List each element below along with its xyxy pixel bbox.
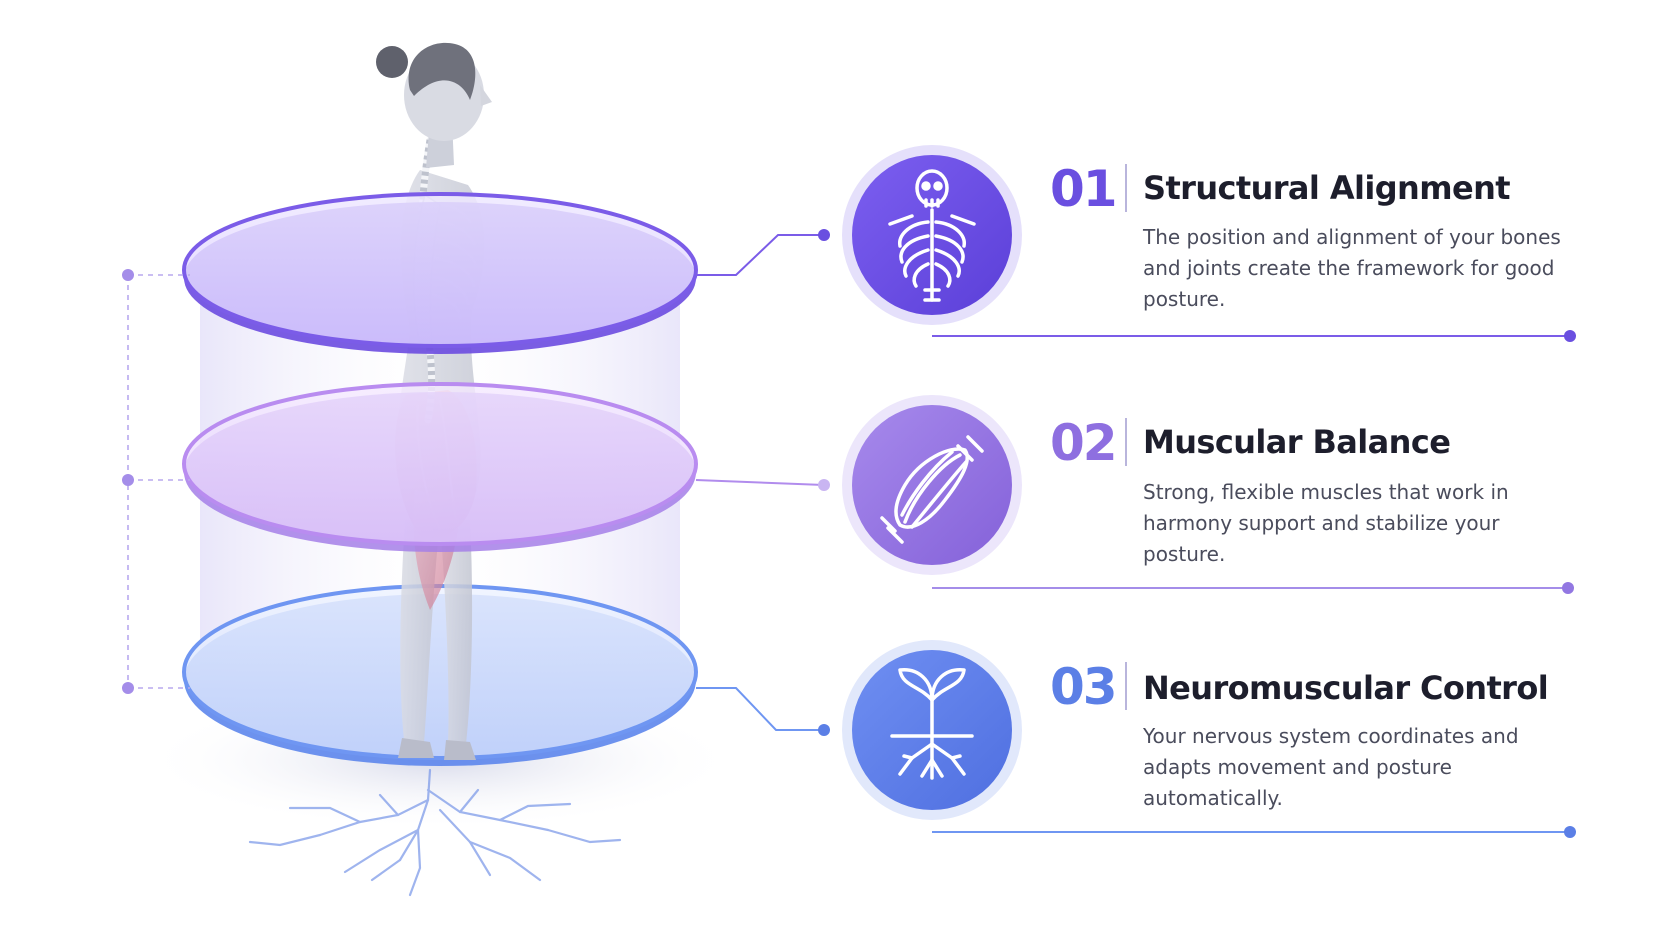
pillar-title: Neuromuscular Control — [1143, 669, 1549, 707]
pillar-3-badge — [842, 640, 1022, 820]
pillar-2-badge — [842, 395, 1022, 575]
pillar-1-rule — [932, 330, 1576, 342]
bracket-dot-2 — [122, 474, 134, 486]
bracket-dot-1 — [122, 269, 134, 281]
pillar-2-rule — [932, 582, 1574, 594]
sprout-roots-icon — [890, 668, 974, 780]
pillar-divider — [1125, 164, 1127, 212]
pillar-number: 03 — [1050, 658, 1118, 716]
pillar-divider — [1125, 662, 1127, 710]
pillar-title: Structural Alignment — [1143, 169, 1511, 207]
roots-illustration — [248, 768, 622, 897]
pillar-description: Strong, flexible muscles that work in ha… — [1143, 480, 1509, 566]
skeleton-icon — [888, 169, 976, 302]
pillar-divider — [1125, 418, 1127, 466]
connector-1-dot — [818, 229, 830, 241]
pillar-3-rule — [932, 826, 1576, 838]
connector-2 — [695, 479, 825, 486]
left-bracket — [127, 274, 190, 689]
connector-3 — [696, 687, 824, 731]
pillar-number: 01 — [1050, 160, 1118, 218]
layer-disc-3 — [182, 584, 698, 766]
layer-disc-1 — [182, 192, 698, 354]
pillar-number: 02 — [1050, 414, 1118, 472]
pillar-title: Muscular Balance — [1143, 423, 1451, 461]
layer-disc-2 — [182, 382, 698, 552]
connector-2-dot — [818, 479, 830, 491]
connector-1 — [696, 234, 824, 276]
pillar-1-badge — [842, 145, 1022, 325]
muscle-icon — [880, 435, 984, 544]
pillar-description: Your nervous system coordinates and adap… — [1143, 724, 1519, 810]
pillar-description: The position and alignment of your bones… — [1143, 225, 1561, 311]
connector-3-dot — [818, 724, 830, 736]
bracket-dot-3 — [122, 682, 134, 694]
